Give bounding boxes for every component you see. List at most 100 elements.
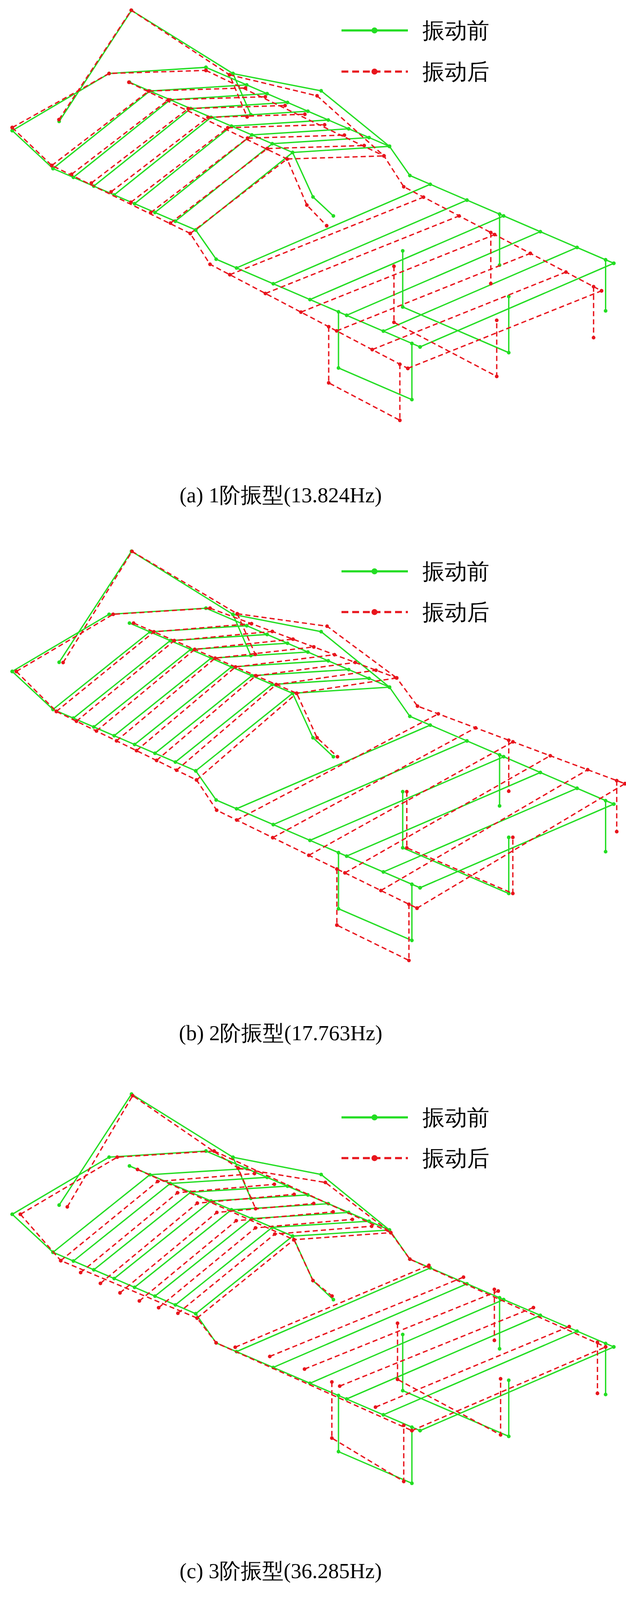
node-dot [71, 1258, 76, 1263]
node-dot [331, 1209, 336, 1214]
original-frame-line [383, 247, 578, 331]
node-dot [362, 143, 367, 148]
node-dot [418, 1428, 423, 1433]
node-dot [373, 1404, 378, 1409]
node-dot [272, 1231, 277, 1236]
node-dot [407, 1257, 412, 1261]
node-dot [611, 1344, 616, 1349]
node-dot [214, 1340, 219, 1345]
node-dot [127, 620, 132, 625]
node-dot [253, 652, 258, 656]
original-frame-line [605, 1342, 607, 1394]
node-dot [225, 125, 230, 130]
node-dot [235, 611, 240, 616]
node-dot [130, 1093, 135, 1098]
node-dot [263, 94, 268, 99]
original-frame-line [206, 1150, 615, 1347]
node-dot [243, 86, 248, 90]
figure-caption: (a) 1阶振型(13.824Hz) [179, 484, 382, 506]
node-dot [585, 767, 590, 772]
deformed-frame-line [372, 272, 567, 350]
node-dot [112, 1276, 117, 1281]
node-dot [10, 125, 15, 130]
original-frame-line [273, 740, 468, 825]
deformed-frame-line [229, 197, 424, 275]
node-dot [538, 229, 543, 234]
deformed-frame-line [344, 755, 551, 873]
node-dot [195, 1315, 200, 1320]
node-dot [492, 232, 497, 237]
deformed-frame-line [62, 551, 256, 663]
node-dot [319, 629, 324, 634]
node-dot [488, 281, 493, 286]
node-dot [319, 1172, 324, 1177]
deformed-frame-line [380, 769, 588, 891]
node-dot [131, 620, 136, 625]
node-dot [249, 673, 254, 678]
node-dot [401, 248, 405, 253]
node-dot [267, 1353, 272, 1358]
deformed-frame-line [60, 1173, 255, 1261]
node-dot [322, 122, 327, 127]
node-dot [111, 612, 116, 617]
node-dot [188, 231, 193, 236]
node-dot [195, 1201, 200, 1205]
node-dot [127, 1163, 132, 1168]
deformed-frame-line [308, 741, 513, 856]
deformed-frame-line [406, 791, 513, 894]
legend-entry: 振动后 [341, 1144, 490, 1171]
node-dot [494, 374, 499, 379]
node-dot [501, 213, 506, 218]
node-dot [107, 71, 111, 76]
node-dot [192, 647, 197, 652]
legend-entry: 振动前 [341, 17, 490, 44]
node-dot [614, 829, 619, 834]
deformed-frame-line [593, 286, 595, 338]
node-dot [465, 738, 470, 743]
node-dot [410, 882, 414, 887]
node-dot [344, 853, 349, 858]
node-dot [407, 1257, 412, 1261]
node-dot [465, 198, 470, 203]
node-dot [392, 320, 396, 325]
node-dot [57, 1202, 62, 1207]
node-dot [379, 888, 384, 893]
deformed-frame-line [214, 1150, 606, 1347]
node-dot [65, 1204, 70, 1209]
node-dot [511, 835, 516, 839]
node-dot [305, 109, 310, 114]
node-dot [389, 1230, 393, 1235]
node-dot [154, 758, 159, 763]
node-dot [306, 853, 311, 857]
node-dot [195, 1315, 200, 1320]
node-dot [270, 629, 275, 634]
node-dot [346, 667, 351, 672]
node-dot [418, 885, 423, 890]
node-dot [538, 770, 543, 775]
deformed-frame-line [197, 1232, 391, 1318]
node-dot [214, 797, 219, 802]
node-dot [54, 709, 59, 714]
node-dot [302, 1366, 307, 1371]
original-frame-line [338, 1395, 412, 1483]
deformed-frame-line [59, 10, 248, 120]
node-dot [406, 366, 411, 371]
node-dot [457, 213, 462, 218]
node-dot [59, 1258, 63, 1263]
node-dot [302, 112, 307, 117]
original-frame-line [129, 1165, 334, 1300]
node-dot [270, 141, 275, 146]
deformed-frame-line [235, 1264, 429, 1347]
node-dot [292, 1192, 297, 1196]
node-dot [603, 798, 608, 803]
node-dot [506, 1434, 511, 1438]
node-dot [152, 751, 157, 755]
deformed-frame-line [616, 780, 618, 832]
node-dot [172, 638, 177, 643]
node-dot [398, 418, 402, 423]
deformed-frame-line [229, 74, 384, 156]
deformed-frame-line [131, 124, 325, 203]
node-dot [253, 1206, 258, 1211]
deformed-frame-line [339, 1307, 534, 1386]
node-dot [56, 117, 61, 122]
